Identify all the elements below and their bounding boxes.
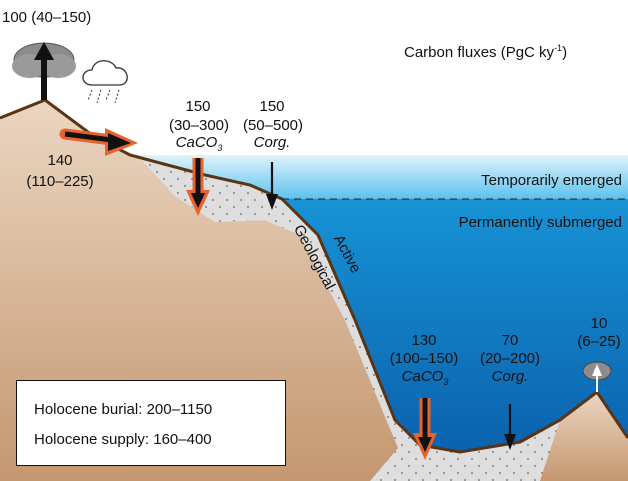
seamount-outgassing-value: 10 xyxy=(590,315,608,332)
rain-cloud-icon xyxy=(82,60,128,104)
deep-caco3-label: CaCO3 xyxy=(401,368,449,387)
deep-corg-range: (20–200) xyxy=(479,350,541,367)
holocene-summary-box: Holocene burial: 200–1150 Holocene suppl… xyxy=(16,380,286,466)
shallow-sea xyxy=(130,155,628,199)
deep-sea xyxy=(282,199,628,452)
deep-caco3-value: 130 xyxy=(411,332,437,349)
shelf-caco3-arrow xyxy=(186,158,210,216)
holocene-supply-text: Holocene supply: 160–400 xyxy=(34,431,212,448)
holocene-burial-text: Holocene burial: 200–1150 xyxy=(34,401,213,418)
weathering-arrow xyxy=(59,128,138,156)
shelf-caco3-label: CaCO3 xyxy=(175,134,223,153)
shelf-corg-range: (50–500) xyxy=(242,117,304,134)
deep-corg-label: Corg. xyxy=(491,368,529,385)
shelf-caco3-value: 150 xyxy=(185,98,211,115)
weathering-value: 140 xyxy=(47,152,73,169)
seamount-vent-icon xyxy=(582,361,612,392)
seamount xyxy=(540,392,628,481)
volcano-outgassing-arrow xyxy=(34,42,54,100)
shelf-corg-arrow xyxy=(266,162,278,210)
temporarily-emerged-label: Temporarily emerged xyxy=(481,172,622,189)
seamount-outgassing-range: (6–25) xyxy=(577,333,621,350)
shelf-caco3-range: (30–300) xyxy=(168,117,230,134)
volcanic-outgassing-value: 100 (40–150) xyxy=(2,9,92,26)
deep-corg-arrow xyxy=(504,404,516,450)
weathering-range: (110–225) xyxy=(26,173,94,190)
permanently-submerged-label: Permanently submerged xyxy=(458,214,622,231)
shelf-corg-label: Corg. xyxy=(253,134,291,151)
deep-caco3-arrow xyxy=(413,398,437,460)
deep-corg-value: 70 xyxy=(501,332,519,349)
shelf-corg-value: 150 xyxy=(259,98,285,115)
deep-caco3-range: (100–150) xyxy=(389,350,459,367)
diagram-title: Carbon fluxes (PgC ky-1) xyxy=(404,43,568,61)
